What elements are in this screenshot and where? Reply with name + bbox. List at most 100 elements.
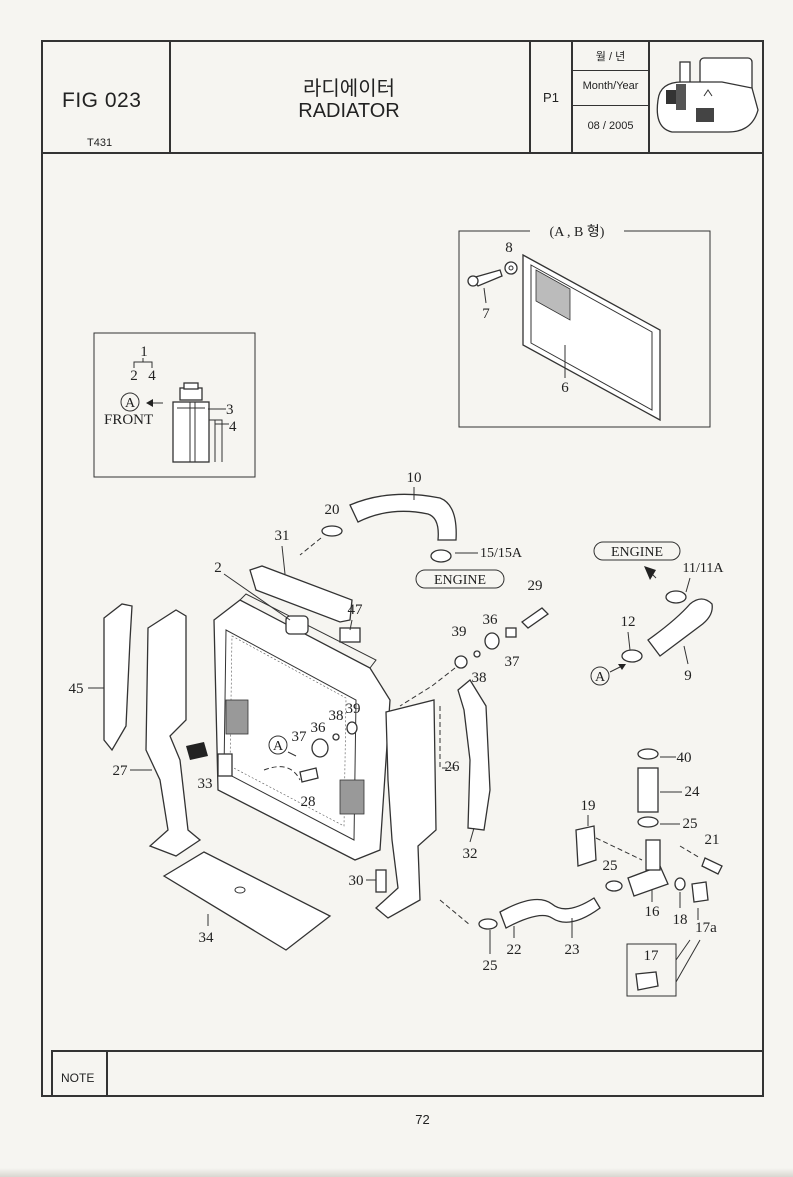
engine-label-frame — [415, 569, 505, 589]
callout: 3 — [226, 402, 234, 418]
radiator-top — [172, 401, 210, 463]
figure-code: FIG 023 — [62, 89, 142, 112]
callout: 26 — [445, 759, 461, 775]
marker-circle — [120, 392, 140, 412]
page-frame — [41, 40, 764, 1097]
marker-label: A — [595, 670, 606, 685]
page-number: 72 — [415, 1112, 430, 1127]
hose-clamp — [321, 525, 343, 537]
hose-clamp — [637, 816, 659, 828]
title-english: RADIATOR — [298, 100, 400, 122]
lower-pipe-hose — [499, 897, 601, 929]
callout: 11/11A — [683, 561, 725, 576]
callout: 19 — [581, 798, 596, 814]
callout: 47 — [348, 602, 364, 618]
header-divider — [169, 40, 171, 153]
title-korean: 라디에이터 — [303, 78, 395, 100]
callout: 31 — [275, 528, 290, 544]
inset-front-view: 1 2 4 A FRONT 3 4 — [93, 332, 256, 478]
callout: 28 — [301, 794, 316, 810]
callout: 18 — [673, 912, 688, 928]
date-value: 08 / 2005 — [587, 120, 634, 132]
drain-cock — [520, 607, 550, 629]
callout: 38 — [329, 708, 344, 724]
callout: 25 — [603, 858, 618, 874]
hose-clamp — [430, 549, 452, 563]
engine-label: ENGINE — [434, 573, 486, 588]
header-divider — [41, 152, 764, 154]
note-divider — [106, 1050, 108, 1097]
callout: 8 — [505, 240, 513, 256]
callout: 34 — [199, 930, 215, 946]
washer — [473, 650, 481, 658]
callout: 22 — [507, 942, 522, 958]
callout: 45 — [69, 681, 84, 697]
engine-label: ENGINE — [611, 545, 663, 560]
date-label-english: Month/Year — [582, 80, 639, 92]
callout: 12 — [621, 614, 636, 630]
marker-label: A — [273, 739, 284, 754]
marker-label: A — [125, 396, 136, 411]
arrow-icon — [618, 664, 626, 670]
reserve-tank-cap — [339, 627, 361, 643]
callout: 25 — [483, 958, 498, 974]
hose-clamp — [637, 748, 659, 760]
bracket — [575, 825, 597, 867]
screen-mesh — [535, 269, 571, 321]
note-box — [51, 1050, 764, 1097]
inset-screen-view: (A , B 형) 8 7 6 — [458, 224, 711, 428]
washer — [504, 261, 518, 275]
callout: 37 — [292, 729, 308, 745]
washer — [346, 721, 358, 735]
scan-edge — [0, 1168, 793, 1177]
plug — [311, 738, 329, 758]
callout: 38 — [472, 670, 487, 686]
callout: 4 — [148, 368, 156, 384]
hose-clamp — [621, 649, 643, 663]
header-divider — [571, 40, 573, 153]
model-code: T431 — [87, 137, 113, 149]
arrow-icon — [644, 566, 656, 580]
marker-circle — [268, 735, 288, 755]
plug — [484, 632, 500, 650]
engine-label-frame — [593, 541, 681, 561]
header-divider — [572, 70, 649, 71]
callout: 20 — [325, 502, 340, 518]
callout: 23 — [565, 942, 580, 958]
washer — [454, 655, 468, 669]
side-bracket-right — [375, 699, 437, 919]
pipe-hose — [637, 767, 659, 813]
callout: 36 — [483, 612, 499, 628]
callout: 15/15A — [480, 546, 523, 561]
callout: 36 — [311, 720, 327, 736]
drain-plug — [299, 767, 319, 783]
header-divider — [529, 40, 531, 153]
callout: 40 — [677, 750, 692, 766]
radiator-core — [213, 593, 391, 861]
plug — [691, 881, 709, 903]
page-code: P1 — [543, 90, 559, 105]
radiator-cap — [179, 387, 203, 401]
callout: 17 — [644, 948, 660, 964]
callout: 9 — [684, 668, 692, 684]
header-divider — [572, 105, 649, 106]
callout: 33 — [198, 776, 213, 792]
foam-pad — [186, 742, 208, 760]
side-seal-left — [103, 603, 133, 752]
top-cover — [249, 565, 353, 623]
callout: 37 — [505, 654, 521, 670]
callout: 29 — [528, 578, 543, 594]
base-plate — [162, 851, 332, 951]
inset-frame — [93, 332, 256, 478]
callout: 39 — [452, 624, 467, 640]
inset-frame — [626, 943, 677, 997]
callout: 6 — [561, 380, 569, 396]
callout: 2 — [130, 368, 138, 384]
callout: 24 — [685, 784, 701, 800]
front-label: FRONT — [104, 412, 153, 428]
callout: 30 — [349, 873, 364, 889]
bolt — [701, 857, 723, 875]
callout: 25 — [683, 816, 698, 832]
